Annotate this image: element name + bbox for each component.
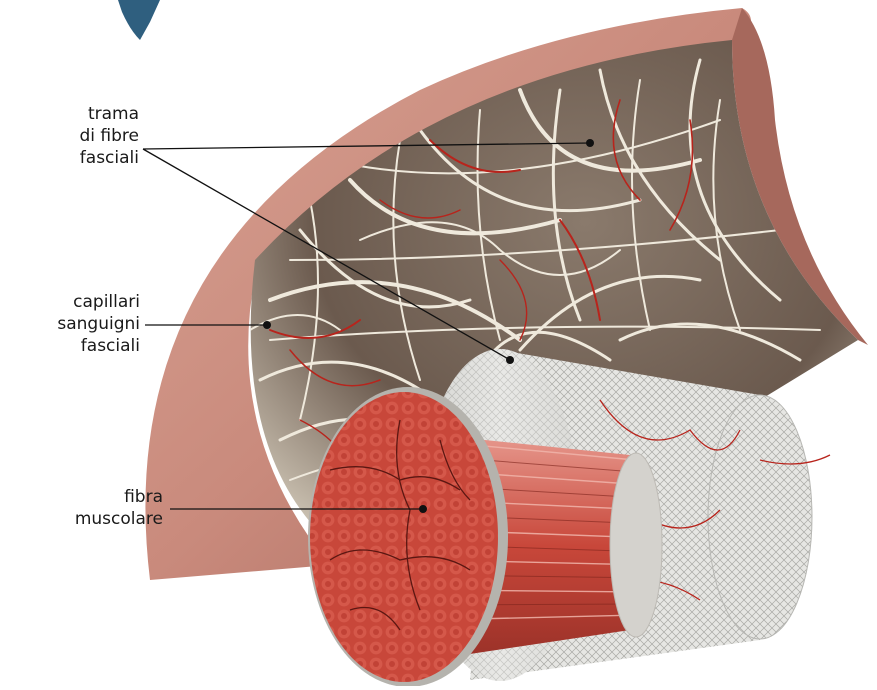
label-fibra-muscolare: fibra muscolare (75, 486, 163, 530)
label-trama-di-fibre-fasciali: trama di fibre fasciali (80, 103, 140, 169)
label-line: fasciali (80, 147, 140, 169)
label-capillari-sanguigni-fasciali: capillari sanguigni fasciali (57, 291, 140, 357)
label-line: di fibre (80, 125, 140, 147)
dot-fiber-web (586, 139, 594, 147)
label-line: capillari (57, 291, 140, 313)
label-line: fibra (75, 486, 163, 508)
dot-capillari (263, 321, 271, 329)
dot-sheath (506, 356, 514, 364)
label-line: sanguigni (57, 313, 172, 335)
muscle-cross-section (308, 387, 508, 686)
label-line: fasciali (57, 335, 140, 357)
blue-tip (118, 0, 160, 40)
label-line: trama (80, 103, 140, 125)
label-line: muscolare (75, 508, 163, 530)
dot-fibra (419, 505, 427, 513)
